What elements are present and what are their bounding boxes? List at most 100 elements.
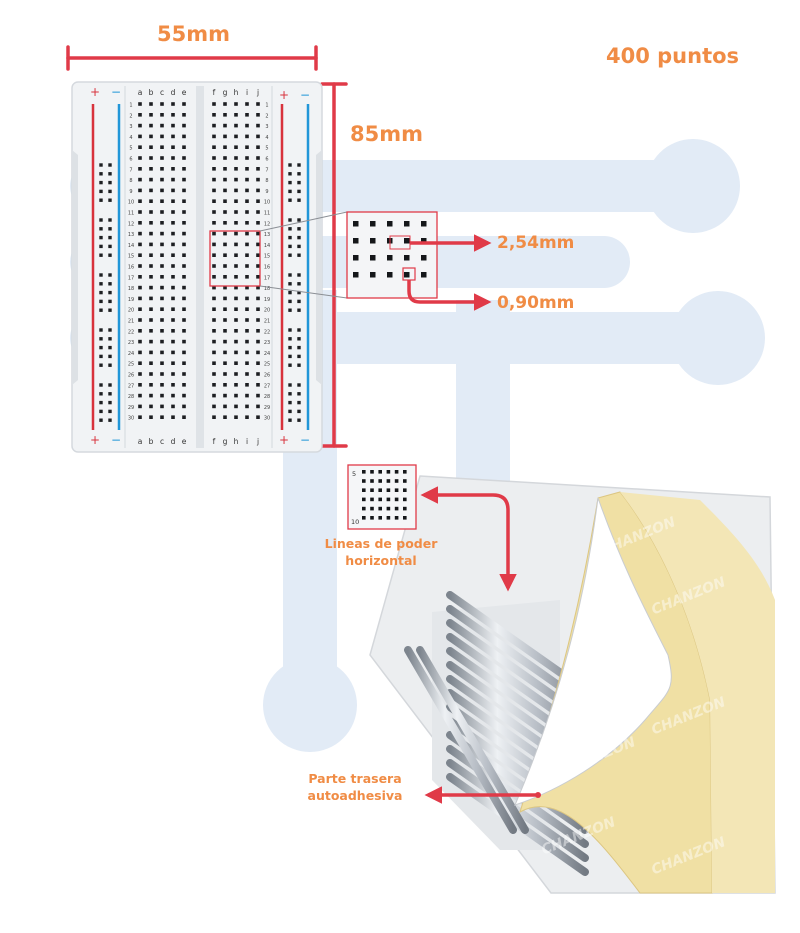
breadboard-hole (234, 285, 238, 290)
rail-minus-sign: − (300, 433, 310, 447)
breadboard-hole (256, 134, 260, 139)
column-letter: a (138, 437, 143, 446)
row-number: 1 (129, 103, 132, 109)
breadboard-hole (138, 383, 142, 387)
column-letter: c (160, 88, 164, 97)
rail-hole (99, 328, 103, 332)
rail-hole (99, 189, 103, 194)
breadboard-hole (245, 264, 249, 268)
breadboard-hole (256, 177, 260, 182)
row-number: 6 (265, 157, 268, 163)
breadboard-hole (149, 339, 153, 344)
breadboard-hole (182, 361, 186, 365)
breadboard-hole (212, 393, 216, 398)
row-number: 10 (264, 200, 270, 206)
rail-hole (288, 282, 292, 286)
breadboard-hole (149, 383, 153, 387)
breadboard-hole (138, 231, 142, 236)
hole-size-label: 0,90mm (497, 293, 575, 313)
breadboard-hole (138, 145, 142, 149)
breadboard-hole (160, 361, 164, 365)
rail-minus-sign: − (111, 85, 121, 99)
breadboard-hole (223, 318, 227, 322)
row-number: 14 (128, 243, 134, 249)
breadboard-hole (160, 221, 164, 225)
breadboard-hole (182, 307, 186, 311)
rail-hole (108, 345, 112, 350)
breadboard-hole (234, 264, 238, 268)
row-number: 26 (264, 373, 270, 379)
breadboard-hole (138, 361, 142, 365)
power-line-hole (370, 470, 374, 474)
breadboard-hole (212, 318, 216, 322)
breadboard-hole (256, 318, 260, 322)
rail-hole (288, 227, 292, 231)
rail-hole (99, 244, 103, 249)
rail-hole (297, 253, 301, 257)
rail-plus-sign: + (90, 85, 100, 99)
breadboard-hole (256, 307, 260, 311)
breadboard-hole (149, 318, 153, 322)
rail-hole (288, 418, 292, 422)
breadboard-hole (234, 361, 238, 365)
rail-hole (108, 253, 112, 257)
breadboard-hole (256, 113, 260, 117)
breadboard-hole (212, 329, 216, 333)
breadboard-hole (171, 318, 175, 322)
rail-hole (297, 308, 301, 312)
column-letter: f (213, 88, 216, 97)
breadboard-hole (182, 253, 186, 257)
row-number: 7 (265, 167, 268, 173)
breadboard-hole (245, 393, 249, 398)
breadboard-hole (256, 339, 260, 344)
breadboard-hole (234, 296, 238, 301)
rail-hole (99, 172, 103, 176)
row-number: 7 (129, 167, 132, 173)
rail-hole (288, 235, 292, 240)
rail-hole (297, 163, 301, 167)
breadboard-hole (256, 275, 260, 279)
breadboard-hole (223, 167, 227, 171)
power-line-hole (378, 506, 382, 511)
rail-hole (108, 244, 112, 249)
breadboard-back-view: CHANZONCHANZONCHANZONCHANZONCHANZONCHANZ… (369, 475, 776, 894)
rail-hole (108, 418, 112, 422)
breadboard-hole (149, 156, 153, 160)
breadboard-hole (171, 177, 175, 182)
breadboard-hole (212, 177, 216, 182)
breadboard-hole (138, 318, 142, 322)
breadboard-hole (234, 167, 238, 171)
breadboard-hole (138, 285, 142, 290)
breadboard-hole (256, 329, 260, 333)
power-line-hole (362, 479, 366, 483)
row-number: 2 (129, 113, 132, 119)
breadboard-hole (149, 123, 153, 128)
breadboard-hole (234, 231, 238, 236)
zoom-connector-top (259, 211, 348, 232)
breadboard-hole (245, 123, 249, 128)
breadboard-hole (149, 361, 153, 365)
zoom-detail-holes (346, 211, 438, 299)
breadboard-hole (256, 285, 260, 290)
adhesive-label-line2: autoadhesiva (307, 788, 403, 803)
breadboard-hole (182, 393, 186, 398)
breadboard-hole (212, 307, 216, 311)
power-lines-label-line1: Lineas de poder (324, 536, 438, 551)
rail-hole (297, 290, 301, 295)
breadboard-hole (212, 156, 216, 160)
breadboard-hole (149, 404, 153, 409)
row-number: 25 (264, 362, 270, 368)
row-number: 13 (264, 232, 270, 238)
breadboard-zoom-region (209, 230, 261, 287)
rail-hole (108, 218, 112, 222)
breadboard-hole (149, 177, 153, 182)
row-number: 11 (128, 211, 134, 217)
watermark-node-lower (671, 291, 765, 385)
row-number: 30 (128, 416, 134, 422)
breadboard-hole (234, 339, 238, 344)
breadboard-hole (149, 307, 153, 311)
breadboard-hole (212, 242, 216, 247)
rail-hole (108, 282, 112, 286)
breadboard-hole (223, 231, 227, 236)
rail-hole (288, 363, 292, 367)
